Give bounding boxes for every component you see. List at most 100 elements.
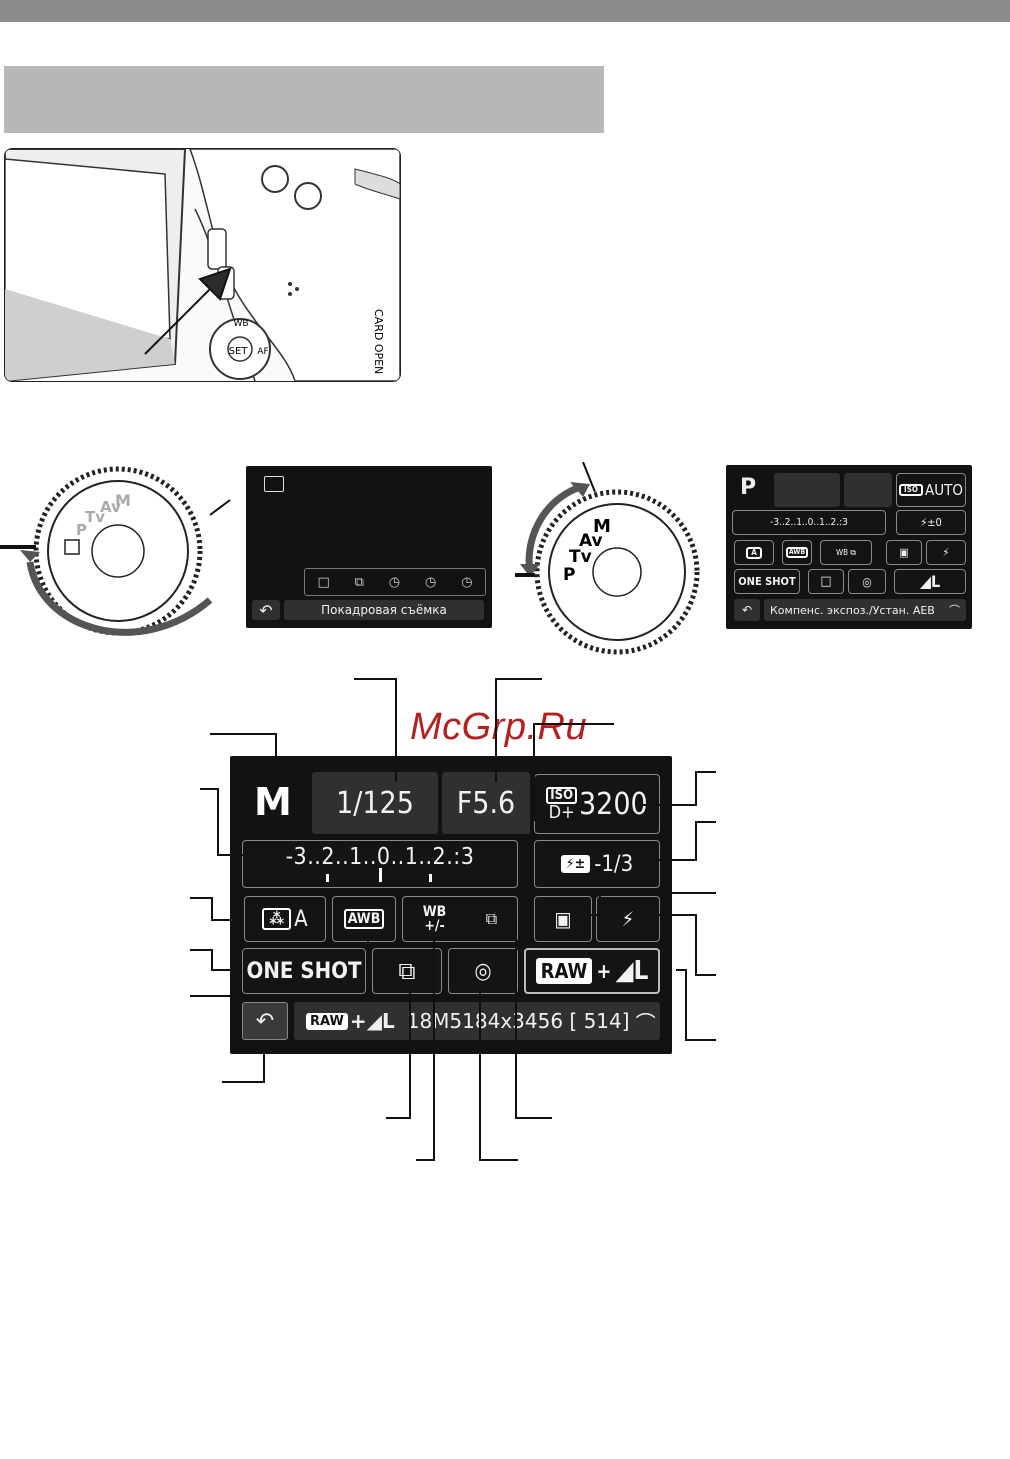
back-button[interactable]: ↶	[242, 1002, 288, 1040]
iso-icon: ISO	[899, 484, 923, 496]
picture-style-icon: A	[746, 546, 762, 559]
flash-comp-icon: ⚡±	[560, 855, 591, 873]
return-arrow-icon: ↶	[255, 1008, 275, 1034]
drive-mode-field[interactable]: □	[808, 569, 844, 594]
wb-button-label: WB	[233, 319, 248, 329]
metering-mode-field[interactable]: ◎	[848, 569, 886, 594]
image-quality-field[interactable]: ◢L	[894, 569, 966, 594]
set-button-label: SET	[229, 346, 249, 357]
svg-text:P: P	[76, 521, 87, 539]
quick-control-footer: Компенс. экспоз./Устан. AEB ⌒	[764, 599, 966, 621]
dial-mode-tv: Tv	[569, 547, 592, 567]
flash-comp-value: ±0	[927, 516, 942, 529]
shutter-speed-field[interactable]: 1/125	[312, 772, 438, 834]
scale-tick-center	[379, 868, 382, 882]
dial-mode-m: M	[593, 516, 611, 537]
evaluative-metering-icon: ◎	[474, 958, 492, 984]
drive-mode-field[interactable]: ⧉	[372, 948, 442, 994]
shutter-speed-field[interactable]	[774, 473, 840, 507]
auto-lighting-optimizer-icon: ▣	[899, 546, 909, 559]
wb-icon: AWB	[343, 909, 385, 929]
evaluative-metering-icon: ◎	[862, 574, 872, 589]
quick-control-screen-m: M 1/125 F5.6 ISO D+ 3200 -3..2..1..0..1.…	[230, 756, 672, 1054]
scale-tick	[429, 874, 432, 882]
aperture-field[interactable]: F5.6	[442, 772, 530, 834]
flash-control-field[interactable]: ⚡	[596, 896, 660, 942]
auto-lighting-optimizer-icon: ▣	[554, 907, 572, 931]
auto-lighting-field[interactable]: ▣	[886, 540, 922, 565]
picture-style-field[interactable]: A	[734, 540, 774, 565]
quality-size-icon: ◢	[615, 956, 634, 986]
single-shot-icon[interactable]: □	[317, 574, 330, 590]
iso-field[interactable]: ISO D+ 3200	[534, 774, 660, 834]
camera-back-illustration: SET WB AF CARD OPEN	[4, 148, 401, 382]
dial-mode-p: P	[563, 565, 575, 585]
image-quality-field[interactable]: RAW + ◢ L	[524, 948, 660, 994]
wb-shift-field[interactable]: WB+/- ⧉	[402, 896, 518, 942]
auto-lighting-field[interactable]: ▣	[534, 896, 592, 942]
built-in-flash-icon: ⚡	[942, 546, 950, 559]
shooting-mode-label: M	[254, 780, 292, 824]
iso-icon: ISO	[546, 786, 578, 804]
image-info-bar: RAW +◢L 18M5184x3456 [ 514] ⌒	[294, 1002, 660, 1040]
quality-size-icon: ◢	[919, 572, 931, 591]
flash-comp-field[interactable]: ⚡±-1/3	[534, 840, 660, 888]
white-balance-field[interactable]: AWB	[332, 896, 396, 942]
scale-tick	[326, 874, 329, 882]
back-button[interactable]: ↶	[252, 600, 280, 620]
drive-mode-screen: □ ⧉ ◷ ◷ ◷ ↶ Покадровая съёмка	[246, 466, 492, 628]
exposure-comp-scale[interactable]: -3..2..1..0..1..2.:3	[732, 510, 886, 535]
return-arrow-icon: ↶	[259, 600, 273, 620]
svg-text:Tv: Tv	[85, 508, 105, 526]
flash-control-field[interactable]: ⚡	[926, 540, 966, 565]
wb-icon: AWB	[785, 547, 809, 558]
af-button-label: AF	[257, 347, 268, 357]
raw-icon: RAW	[535, 958, 593, 984]
wb-shift-field[interactable]: WB ⧉	[820, 540, 872, 565]
page-header-bar	[0, 0, 1010, 22]
aperture-field[interactable]	[844, 473, 892, 507]
metering-mode-field[interactable]: ◎	[448, 948, 518, 994]
flash-comp-field[interactable]: ⚡±0	[896, 510, 966, 535]
self-timer-continuous-icon[interactable]: ◷	[461, 574, 473, 590]
highlight-tone-priority-label: D+	[548, 801, 575, 823]
iso-value: AUTO	[925, 481, 963, 499]
picture-style-icon: ⁂	[262, 908, 292, 930]
wb-shift-icon: WB+/-	[422, 904, 447, 934]
flash-comp-icon: ⚡	[920, 516, 928, 529]
image-info-text: 18M5184x3456 [ 514]	[406, 1009, 630, 1033]
quality-size-icon: +◢L	[349, 1009, 395, 1033]
continuous-shot-icon[interactable]: ⧉	[354, 574, 364, 590]
raw-icon: RAW	[306, 1012, 348, 1030]
af-operation-field[interactable]: ONE SHOT	[242, 948, 366, 994]
section-heading-box	[4, 66, 604, 133]
quality-size-label: L	[930, 572, 941, 591]
quality-size-label: L	[633, 956, 649, 986]
mode-dial-right-illustration: M Av Tv P	[515, 462, 700, 655]
return-arrow-icon: ↶	[741, 603, 753, 617]
svg-text:Av: Av	[100, 498, 121, 516]
self-timer-remote-icon[interactable]: ◷	[388, 574, 401, 590]
picture-style-field[interactable]: ⁂A	[244, 896, 326, 942]
continuous-shot-icon: ⧉	[398, 957, 416, 985]
built-in-flash-icon: ⚡	[621, 907, 635, 931]
single-shot-icon: □	[820, 574, 832, 589]
back-button[interactable]: ↶	[734, 599, 760, 621]
dial-mode-av: Av	[579, 531, 603, 551]
dial-icon: ⌒	[949, 604, 960, 617]
quick-control-footer-text: Компенс. экспоз./Устан. AEB	[770, 603, 935, 617]
scene-auto-icon	[264, 476, 284, 492]
dial-icon: ⌒	[635, 1010, 656, 1035]
white-balance-field[interactable]: AWB	[782, 540, 812, 565]
picture-style-label: A	[294, 906, 308, 932]
mode-dial-left-illustration: M Av Tv P	[0, 466, 231, 636]
wb-bracketing-icon: ⧉	[485, 909, 498, 928]
af-operation-field[interactable]: ONE SHOT	[734, 569, 800, 594]
iso-value: 3200	[579, 786, 648, 822]
drive-mode-options: □ ⧉ ◷ ◷ ◷	[304, 568, 486, 596]
wb-shift-icon: WB ⧉	[835, 547, 857, 557]
camera-back-drawing: SET WB AF CARD OPEN	[5, 149, 400, 381]
self-timer-2s-icon[interactable]: ◷	[425, 574, 437, 590]
